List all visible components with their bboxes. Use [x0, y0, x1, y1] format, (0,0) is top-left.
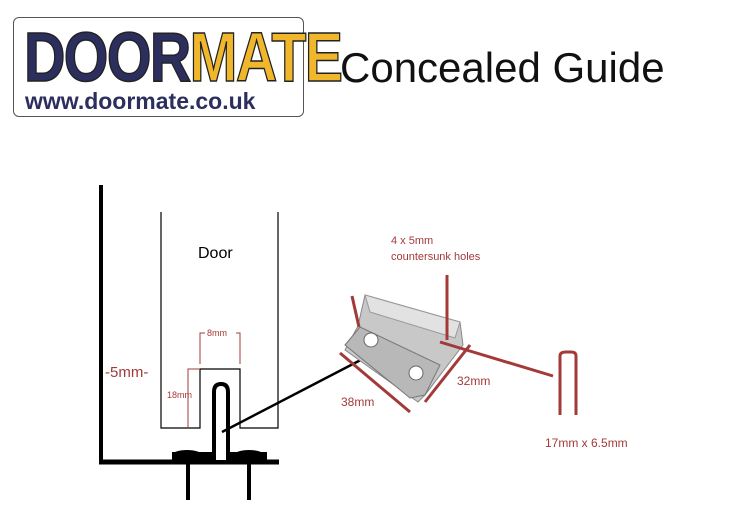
guide-fin: [212, 381, 230, 460]
page-title: Concealed Guide: [340, 44, 665, 91]
hole-icon: [363, 332, 379, 348]
door-outline: [160, 212, 279, 429]
height-dimension: [187, 368, 200, 428]
length-label: 38mm: [341, 395, 374, 409]
width-dimension: [199, 332, 241, 364]
holes-label-2: countersunk holes: [391, 251, 481, 263]
width-label: 8mm: [207, 328, 227, 338]
door-label: Door: [198, 245, 233, 262]
height-label: 18mm: [167, 390, 192, 400]
hole-icon: [408, 365, 424, 381]
slot-outline: [558, 350, 578, 415]
logo-door: DOOR: [23, 18, 192, 96]
holes-label: 4 x 5mm: [391, 235, 433, 247]
pointer-line: [221, 349, 379, 434]
depth-dimension: [423, 344, 472, 403]
logo-mate: MATE: [189, 18, 344, 96]
logo-url: www.doormate.co.uk: [25, 88, 256, 114]
slot-label: 17mm x 6.5mm: [545, 436, 628, 450]
depth-label: 32mm: [457, 374, 490, 388]
length-dimension: [339, 351, 411, 414]
gap-label: -5mm-: [105, 364, 148, 381]
guide-photo: [344, 294, 464, 403]
logo-wordmark: DOORMATE: [23, 21, 343, 93]
doormate-logo: DOORMATE www.doormate.co.uk: [13, 17, 344, 117]
slot-pointer: [439, 340, 554, 378]
